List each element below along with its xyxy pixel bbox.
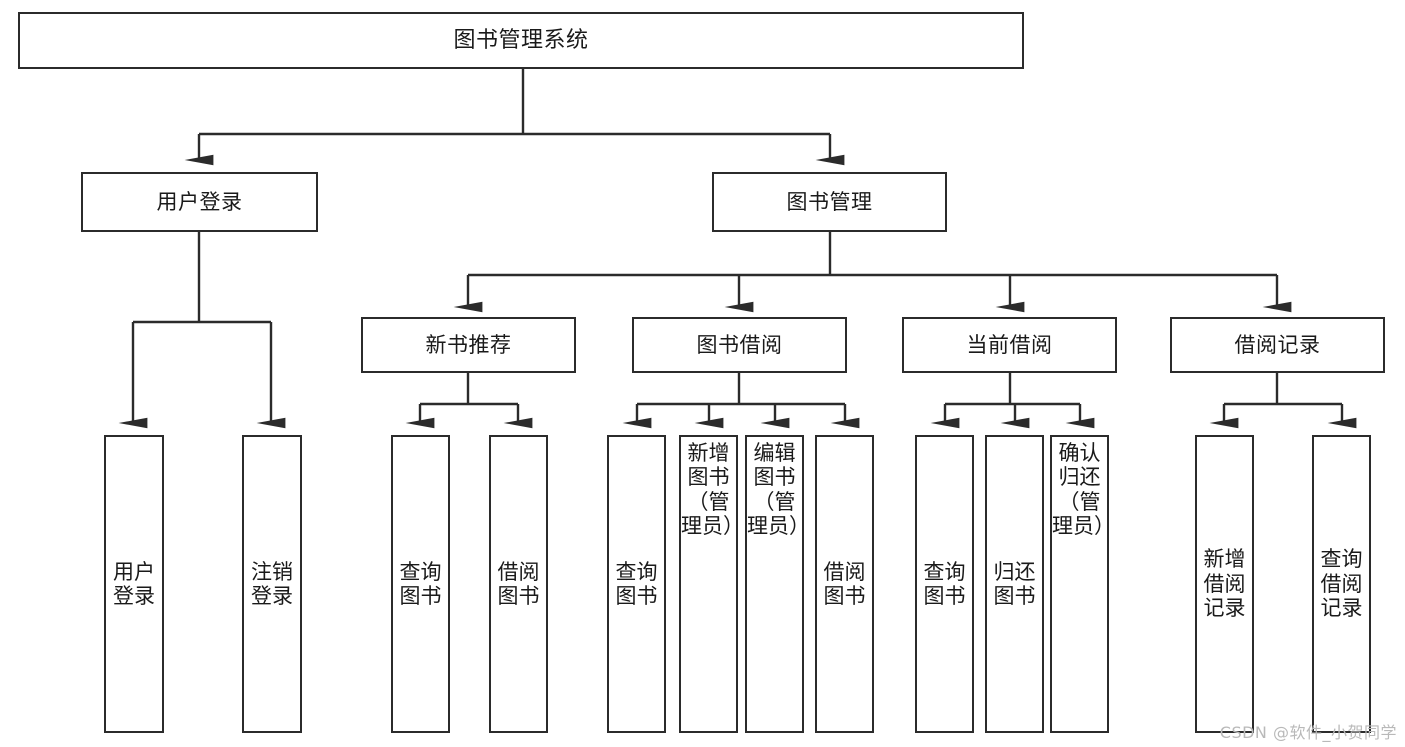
watermark: CSDN @软件_小贺同学	[1219, 723, 1397, 742]
leaf-query-book-1[interactable]: 查询图书	[391, 435, 450, 733]
node-book-manage[interactable]: 图书管理	[712, 172, 947, 232]
node-new-book-rec[interactable]: 新书推荐	[361, 317, 576, 373]
leaf-add-book-label: 新增图书（管理员）	[681, 441, 744, 539]
leaf-query-book-1-label: 查询图书	[399, 559, 442, 608]
leaf-edit-book[interactable]: 编辑图书（管理员）	[745, 435, 810, 733]
leaf-query-record-label: 查询借阅记录	[1320, 547, 1363, 621]
leaf-return-book[interactable]: 归还图书	[985, 435, 1044, 733]
node-new-book-rec-label: 新书推荐	[425, 332, 512, 357]
leaf-query-book-2[interactable]: 查询图书	[607, 435, 666, 733]
leaf-borrow-book-2-label: 借阅图书	[823, 559, 866, 608]
leaf-borrow-book-1[interactable]: 借阅图书	[489, 435, 548, 733]
node-user-login[interactable]: 用户登录	[81, 172, 318, 232]
leaf-query-book-3[interactable]: 查询图书	[915, 435, 974, 733]
leaf-user-login[interactable]: 用户登录	[104, 435, 164, 733]
leaf-borrow-book-2[interactable]: 借阅图书	[815, 435, 874, 733]
leaf-query-record[interactable]: 查询借阅记录	[1312, 435, 1371, 733]
node-book-borrow-label: 图书借阅	[696, 332, 783, 357]
node-borrow-record-label: 借阅记录	[1234, 332, 1321, 357]
node-current-borrow[interactable]: 当前借阅	[902, 317, 1117, 373]
leaf-confirm-return[interactable]: 确认归还（管理员）	[1050, 435, 1115, 733]
leaf-edit-book-label: 编辑图书（管理员）	[747, 441, 810, 539]
leaf-user-logout[interactable]: 注销登录	[242, 435, 302, 733]
leaf-add-book[interactable]: 新增图书（管理员）	[679, 435, 744, 733]
leaf-query-book-2-label: 查询图书	[615, 559, 658, 608]
node-user-login-label: 用户登录	[156, 189, 243, 214]
leaf-add-record-label: 新增借阅记录	[1203, 547, 1246, 621]
leaf-return-book-label: 归还图书	[993, 559, 1036, 608]
node-book-manage-label: 图书管理	[786, 189, 873, 214]
node-book-borrow[interactable]: 图书借阅	[632, 317, 847, 373]
node-root-label: 图书管理系统	[453, 27, 589, 53]
leaf-add-record[interactable]: 新增借阅记录	[1195, 435, 1254, 733]
node-root[interactable]: 图书管理系统	[18, 12, 1024, 69]
node-borrow-record[interactable]: 借阅记录	[1170, 317, 1385, 373]
node-current-borrow-label: 当前借阅	[966, 332, 1053, 357]
leaf-user-logout-label: 注销登录	[251, 559, 293, 608]
leaf-borrow-book-1-label: 借阅图书	[497, 559, 540, 608]
leaf-user-login-label: 用户登录	[113, 559, 155, 608]
leaf-query-book-3-label: 查询图书	[923, 559, 966, 608]
leaf-confirm-return-label: 确认归还（管理员）	[1052, 441, 1115, 539]
